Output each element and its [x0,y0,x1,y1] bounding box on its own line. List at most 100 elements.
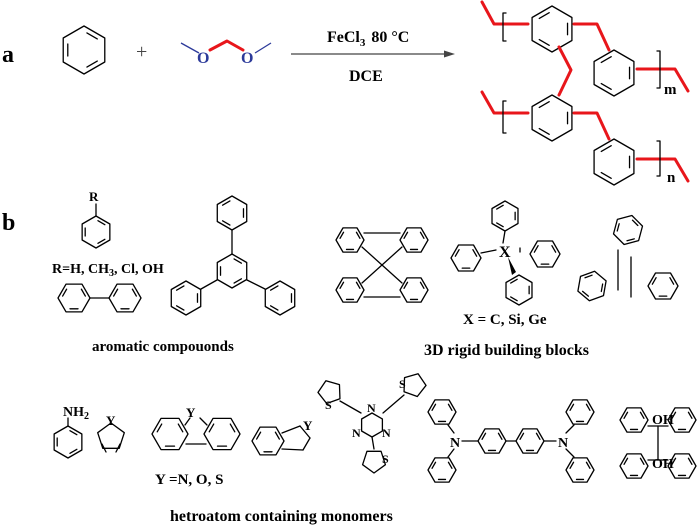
dimethoxymethane-reactant: O O [180,39,272,67]
hydroxyl-bottom: OH [652,457,674,472]
bond [480,249,497,254]
center-atom-x: X [499,244,511,261]
bond [101,443,107,453]
diol-phenyl-br [667,453,697,479]
rigid-building-blocks-group [335,200,679,306]
polymer-product [480,0,690,186]
triphenylbenzene-core [216,253,248,289]
spiro-ring-1 [335,227,365,253]
wedge-bond [508,257,516,275]
panel-b-label: b [2,210,15,236]
bond [361,246,383,266]
methylene-link-lower [572,111,611,141]
bracket-left-lower [502,100,507,134]
ring-upper-right [593,49,635,97]
rigid-caption: 3D rigid building blocks [424,342,589,359]
amine-n-right: N [558,436,568,451]
bond [299,425,311,439]
bond [281,448,304,451]
bond [246,279,266,290]
triptycene-ring-top [612,214,644,246]
dibenzo-ring-right [203,417,241,451]
tpd-biphenyl-l [477,428,507,454]
thiophene-left [317,380,341,405]
bond [502,230,506,244]
aromatic-caption: aromatic compouonds [92,339,234,355]
bond [565,448,575,458]
dibenzo-y: Y [186,405,196,420]
tetraphenyl-bottom [505,274,533,306]
methylene-link-cross [557,45,573,97]
amine-n-left: N [450,436,460,451]
triazine-n-right: N [382,426,391,440]
bond [339,400,362,414]
bond [302,437,311,451]
panel-a-label: a [2,42,14,68]
triphenylbenzene-left [170,280,202,316]
bracket-right-upper [656,50,661,89]
bond [382,394,405,414]
triazine-ring [360,412,384,438]
tetraphenyl-right [529,240,561,268]
oxygen-left: O [197,50,209,67]
biphenyl-ring-right [108,283,142,313]
bond [371,436,375,450]
tpd-phenyl-bl [427,457,457,483]
spiro-ring-3 [335,277,365,303]
thiophene-s-right: S [399,377,406,391]
substituent-r: R [89,189,99,204]
hetero-caption: hetroatom containing monomers [170,508,393,525]
ring-lower-right [593,138,635,186]
bond [184,417,191,426]
chain-end-lower-right [635,157,690,183]
reaction-arrow [291,50,455,58]
ring-lower-left [531,94,573,142]
bond [361,264,383,284]
bond [381,246,403,266]
dibenzo-ring-left [151,417,189,451]
amine-label: NH2 [63,405,89,422]
five-ring-y: Y [106,413,116,428]
ring-upper-left [531,5,573,53]
bracket-left-upper [502,12,507,42]
five-ring [97,422,125,449]
plus-sign: + [136,41,147,63]
bond [447,448,455,458]
heteroatom-monomers-group [53,373,697,483]
repeat-index-m: m [664,82,677,98]
benzo-y: Y [303,418,313,433]
tetraphenyl-left [450,244,482,272]
methylene-link-upper [572,22,611,52]
tpd-biphenyl-r [515,428,545,454]
benzene-ring [62,25,106,75]
tpd-phenyl-tl [427,399,457,425]
diol-phenyl-tl [619,407,649,433]
diol-phenyl-bl [619,453,649,479]
x-definition: X = C, Si, Ge [463,312,547,328]
chain-end-lower-left [480,90,530,115]
diol-phenyl-tr [667,407,697,433]
bracket-right-lower [656,140,661,177]
triphenylbenzene-right [264,280,296,316]
chain-end-upper-right [635,67,690,93]
triazine-n-left: N [352,426,361,440]
bond [381,264,403,284]
oxygen-right: O [241,50,253,67]
tetraphenyl-top [491,200,519,232]
triazine-n-top: N [367,401,376,415]
y-definition: Y =N, O, S [155,472,223,488]
tpd-phenyl-br [565,457,595,483]
hydroxyl-top: OH [652,413,674,428]
triptycene-ring-right [647,272,679,300]
thiophene-s-bottom: S [382,452,389,466]
benzene-reactant [62,25,106,75]
aromatic-compounds-group [57,195,296,316]
bond [281,425,301,434]
thiophene-bottom [361,450,387,474]
bond [565,424,575,434]
thiophene-right [403,373,427,398]
bond [115,443,121,453]
benzo-ring [251,426,285,456]
